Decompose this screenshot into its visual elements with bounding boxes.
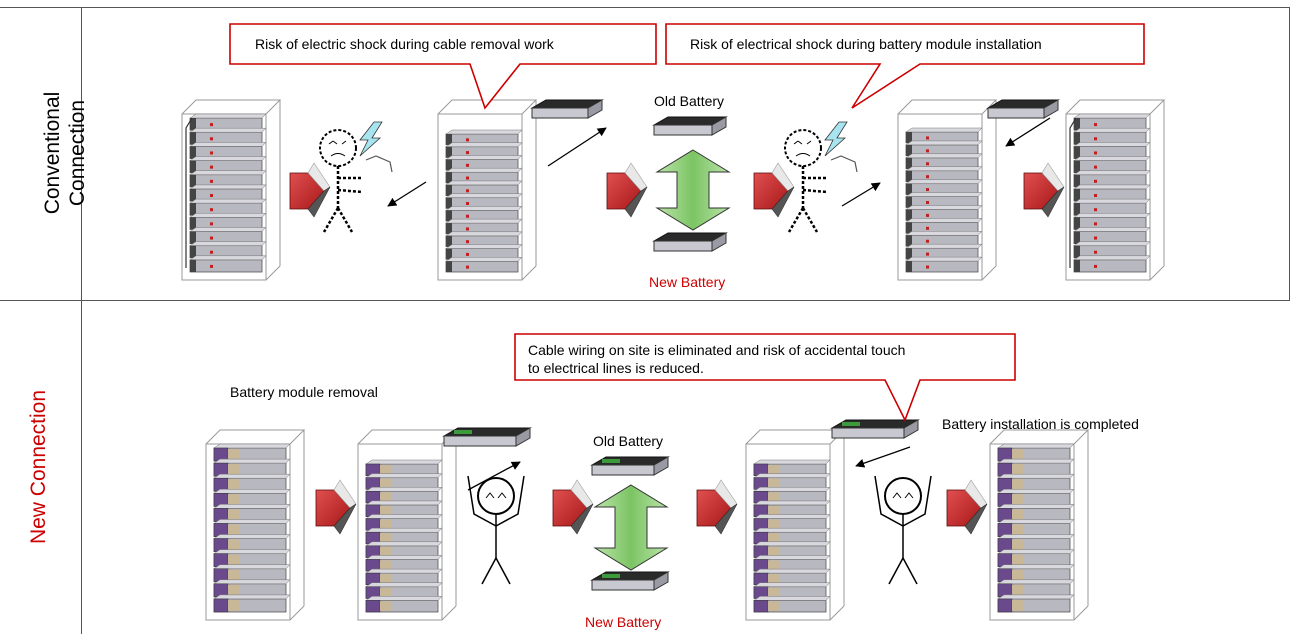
callout-new: [514, 333, 1016, 422]
rack-new-end: [989, 429, 1090, 621]
flow-arrow-3: [753, 162, 795, 218]
rack-conventional-install: [897, 99, 998, 281]
flow-arrow-group: [289, 162, 1065, 535]
flow-arrow-6: [552, 479, 594, 535]
worried-person-1: [319, 121, 393, 233]
module-lifted-conventional: [530, 99, 604, 119]
arrow-module-in-new: [855, 446, 911, 468]
callout-new-line2: to electrical lines is reduced.: [528, 360, 704, 376]
lightning-icon: [824, 121, 848, 157]
happy-person-1: [467, 475, 525, 585]
motion-arrow-group: [387, 117, 1051, 491]
swap-arrow-new: [593, 484, 669, 571]
arrow-module-in: [1005, 117, 1051, 147]
happy-person-2: [874, 475, 932, 585]
swap-arrow-conventional: [655, 149, 731, 231]
module-lifted-new: [442, 427, 532, 447]
rack-new-install: [745, 429, 846, 621]
module-lifted-install: [986, 99, 1060, 119]
row-label-new: New Connection: [26, 372, 56, 562]
module-lifted-install-new: [830, 419, 920, 439]
lightning-icon: [359, 121, 383, 157]
arrow-module-out-new: [467, 461, 521, 491]
person-group: [319, 121, 932, 585]
removal-label: Battery module removal: [230, 384, 378, 400]
flow-arrow-2: [606, 162, 648, 218]
rack-new-start: [205, 429, 306, 621]
new-battery-module-conventional: [652, 232, 728, 252]
flow-arrow-8: [946, 479, 988, 535]
rack-conventional-start: [181, 99, 282, 281]
arrow-module-out: [547, 127, 607, 167]
arrow-cable-removal: [387, 181, 427, 207]
old-battery-label-new: Old Battery: [593, 433, 664, 449]
callout-cable-removal: [229, 23, 657, 110]
rack-conventional-end: [1065, 99, 1166, 281]
worried-person-2: [784, 121, 858, 233]
callout-installation-text: Risk of electrical shock during battery …: [690, 36, 1042, 52]
row-label-conventional-line1: Conventional: [41, 91, 64, 215]
flow-arrow-7: [696, 479, 738, 535]
flow-arrow-5: [315, 479, 357, 535]
callout-installation: [665, 23, 1145, 109]
arrow-cable-install: [841, 182, 881, 207]
module-group: [442, 99, 1060, 591]
rack-new-removed: [357, 429, 458, 621]
new-battery-label-conventional: New Battery: [649, 274, 726, 290]
swap-arrow-group: [593, 149, 731, 571]
new-battery-module-new: [590, 571, 670, 591]
row-label-conventional-line2: Connection: [66, 99, 89, 207]
callout-cable-removal-text: Risk of electric shock during cable remo…: [255, 36, 554, 52]
new-battery-label-new: New Battery: [585, 614, 662, 630]
callout-new-line1: Cable wiring on site is eliminated and r…: [528, 342, 906, 358]
old-battery-module-conventional: [652, 116, 728, 136]
row-label-new-text: New Connection: [27, 389, 50, 545]
completed-label: Battery installation is completed: [942, 416, 1139, 432]
row-label-conventional: Conventional Connection: [40, 78, 90, 228]
flow-arrow-4: [1023, 162, 1065, 218]
flow-arrow-1: [289, 162, 331, 218]
rack-group: [181, 99, 1166, 621]
rack-conventional-removed: [437, 99, 538, 281]
old-battery-module-new: [590, 456, 670, 476]
old-battery-label-conventional: Old Battery: [654, 93, 725, 109]
callout-group: [229, 23, 1145, 422]
